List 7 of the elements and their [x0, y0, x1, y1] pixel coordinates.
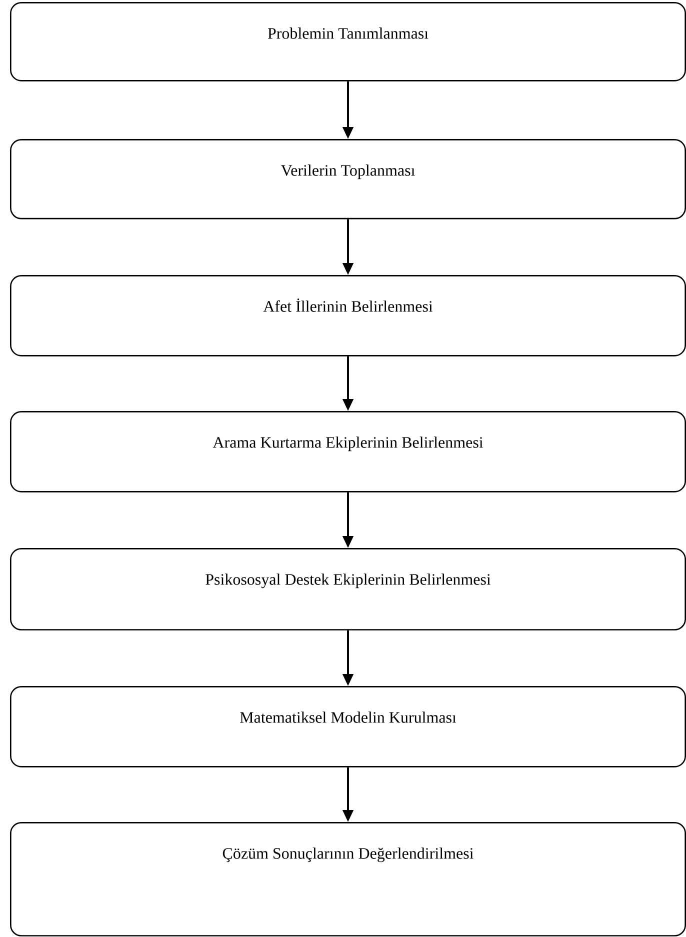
- process-box: Çözüm Sonuçlarının Değerlendirilmesi: [10, 822, 686, 936]
- process-box: Matematiksel Modelin Kurulması: [10, 686, 686, 768]
- process-box: Psikososyal Destek Ekiplerinin Belirlenmesi: [10, 548, 686, 630]
- process-box: Arama Kurtarma Ekiplerinin Belirlenmesi: [10, 411, 686, 492]
- process-box: Afet İllerinin Belirlenmesi: [10, 275, 686, 356]
- process-box: Problemin Tanımlanması: [10, 2, 686, 82]
- process-box: Verilerin Toplanması: [10, 139, 686, 220]
